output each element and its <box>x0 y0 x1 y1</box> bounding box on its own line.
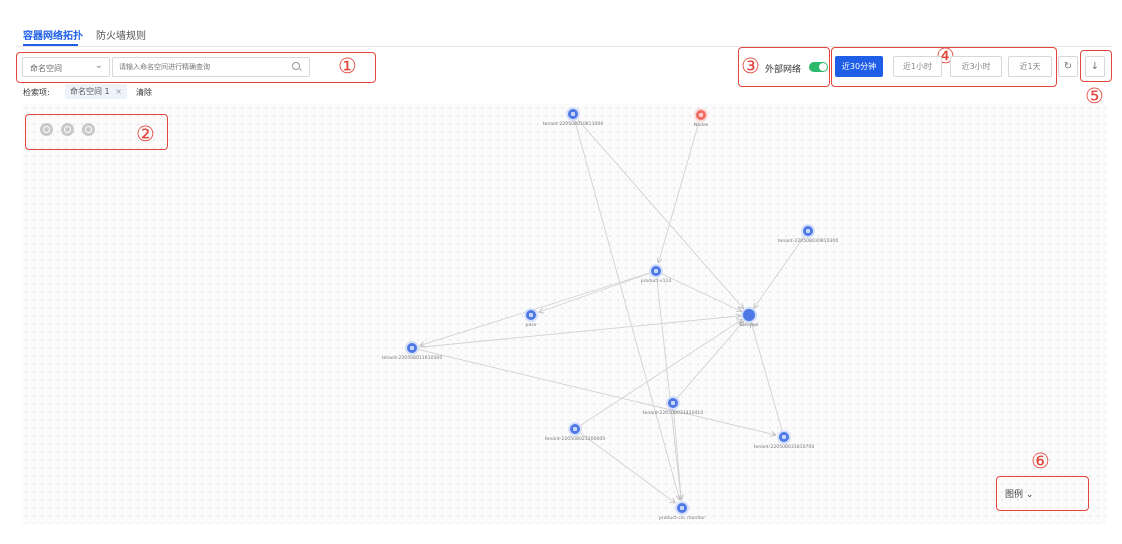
time-1d-button[interactable]: 近1天 <box>1008 56 1052 77</box>
graph-node-label: tenant-220508031410410 <box>642 411 704 416</box>
edge-t0810-pcm <box>572 113 680 499</box>
filter-label: 检索项: <box>23 88 50 97</box>
graph-node-label: tenant-220508030810300 <box>777 239 839 244</box>
filter-tag: 命名空间 1 × <box>65 84 127 99</box>
time-30min-button[interactable]: 近30分钟 <box>835 56 883 77</box>
annotation-box-5 <box>1080 50 1112 82</box>
annotation-number-5: ⑤ <box>1085 84 1104 108</box>
annotation-number-2: ② <box>136 122 155 146</box>
edge-t0141-pcm <box>672 402 681 499</box>
graph-node-external[interactable] <box>743 309 755 321</box>
toggle-knob <box>819 63 827 71</box>
external-network-toggle[interactable] <box>809 62 828 72</box>
tab-firewall-rules[interactable]: 防火墙规则 <box>96 31 146 42</box>
chevron-down-icon: ⌄ <box>94 60 103 71</box>
namespace-select[interactable]: 命名空间 ⌄ <box>22 57 110 77</box>
graph-node-pv114[interactable] <box>651 266 661 276</box>
graph-node-t0141[interactable] <box>668 398 678 408</box>
edge-t0141-external <box>672 322 743 404</box>
graph-node-label: tenant-220508011610300 <box>381 356 443 361</box>
time-1h-button[interactable]: 近1小时 <box>893 56 942 77</box>
topology-canvas[interactable] <box>22 104 1106 524</box>
edge-pv114-external <box>655 270 741 311</box>
refresh-icon[interactable]: ↻ <box>1058 56 1078 77</box>
annotation-number-1: ① <box>338 54 357 78</box>
edge-t0212-external <box>574 320 741 430</box>
namespace-search[interactable] <box>112 57 310 77</box>
graph-node-t0810[interactable] <box>568 109 578 119</box>
edge-pv114-pase <box>539 270 657 312</box>
graph-node-nodes[interactable] <box>696 110 706 120</box>
edge-nodes-pv114 <box>658 114 702 262</box>
graph-node-label: tenant-220508021200000 <box>544 437 606 442</box>
graph-node-pase[interactable] <box>526 310 536 320</box>
graph-node-label: External <box>739 323 759 328</box>
graph-node-t0830[interactable] <box>803 226 813 236</box>
edge-t0810-external <box>572 113 743 308</box>
annotation-box-2 <box>25 114 168 150</box>
time-3h-button[interactable]: 近3小时 <box>950 56 1002 77</box>
edge-t0111-external <box>411 316 740 349</box>
clear-filter-link[interactable]: 清除 <box>136 88 152 97</box>
graph-node-pcm[interactable] <box>677 503 687 513</box>
graph-node-label: tenant-220508010811000 <box>542 122 604 127</box>
graph-node-label: product-csc monitor <box>658 516 706 521</box>
edge-t0111-t0381 <box>411 347 775 435</box>
zoom-in-icon[interactable] <box>61 123 74 136</box>
legend-toggle[interactable]: 图例 ⌄ <box>1005 487 1033 500</box>
edge-t0830-external <box>754 230 809 308</box>
fit-view-icon[interactable] <box>40 123 53 136</box>
search-icon[interactable] <box>292 62 300 70</box>
annotation-box-6 <box>996 476 1089 511</box>
graph-node-label: product-v114 <box>640 279 672 284</box>
graph-node-label: pase <box>525 323 537 328</box>
active-tab-indicator <box>23 44 78 46</box>
edge-t0212-pcm <box>574 428 675 503</box>
graph-node-t0212[interactable] <box>570 424 580 434</box>
graph-node-t0381[interactable] <box>779 432 789 442</box>
chevron-down-icon: ⌄ <box>1025 490 1034 500</box>
annotation-box-1 <box>16 52 376 83</box>
annotation-number-6: ⑥ <box>1031 449 1050 473</box>
legend-label: 图例 <box>1005 490 1024 500</box>
tab-topology[interactable]: 容器网络拓扑 <box>23 31 83 42</box>
external-network-label: 外部网络 <box>765 65 802 75</box>
edge-t0381-external <box>751 324 785 438</box>
close-icon[interactable]: × <box>115 87 122 96</box>
zoom-out-icon[interactable] <box>82 123 95 136</box>
graph-node-label: Nodes <box>693 123 709 128</box>
annotation-box-3 <box>738 47 830 87</box>
namespace-select-value: 命名空间 <box>30 64 62 73</box>
annotation-number-3: ③ <box>741 54 760 78</box>
annotation-box-4 <box>831 47 1057 87</box>
graph-node-t0111[interactable] <box>407 343 417 353</box>
filter-tag-text: 命名空间 1 <box>70 87 110 96</box>
graph-node-label: tenant-220508031810700 <box>753 445 815 450</box>
tabs-divider <box>16 46 1112 47</box>
download-icon[interactable]: ↓ <box>1085 56 1105 77</box>
search-input[interactable] <box>119 61 279 73</box>
edge-pv114-pcm <box>655 270 681 499</box>
edge-pv114-t0111 <box>421 270 657 345</box>
